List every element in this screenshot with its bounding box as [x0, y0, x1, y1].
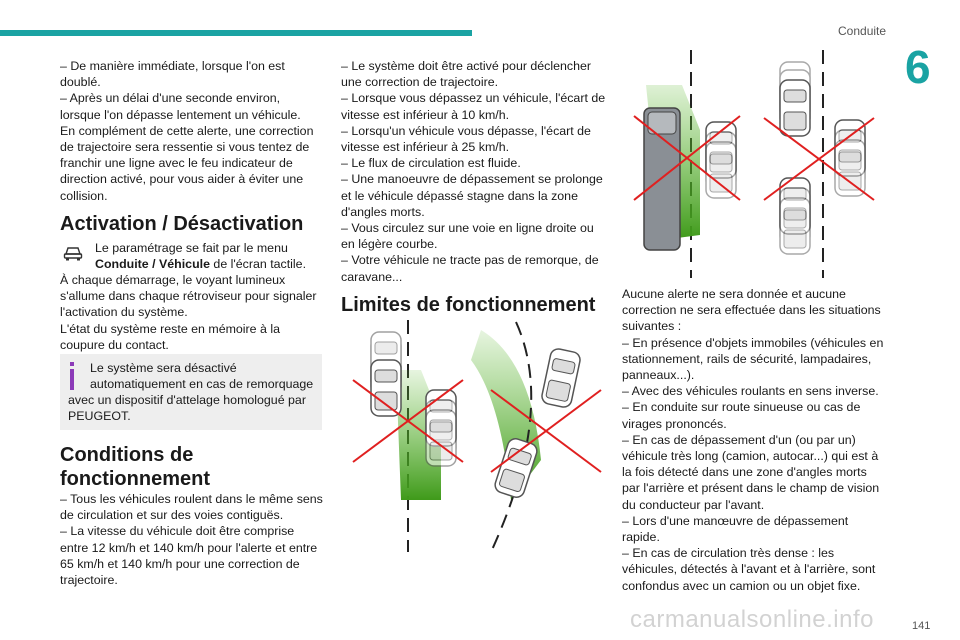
limits-illustration-2: [633, 50, 875, 278]
conditions-text: – Tous les véhicules roulent dans le mêm…: [60, 491, 325, 588]
oncoming-vehicle: [779, 79, 811, 137]
paragraph: En complément de cette alerte, une corre…: [60, 123, 314, 203]
text-span: Le paramétrage se fait par le menu: [95, 241, 288, 255]
paragraph: – Votre véhicule ne tracte pas de remorq…: [341, 253, 599, 284]
paragraph: – Le système doit être activé pour décle…: [341, 59, 592, 90]
cross-line: [490, 389, 602, 473]
activation-text: Le paramétrage se fait par le menu Condu…: [95, 240, 323, 272]
paragraph: Aucune alerte ne sera donnée et aucune c…: [622, 287, 881, 334]
paragraph: – Vous circulez sur une voie en ligne dr…: [341, 221, 594, 252]
chapter-number: 6: [905, 41, 931, 93]
paragraph: – De manière immédiate, lorsque l'on est…: [60, 59, 285, 90]
vehicle: [370, 359, 402, 417]
cross-line: [633, 115, 741, 201]
cross-line: [763, 117, 875, 201]
watermark: carmanualsonline.info: [630, 606, 874, 633]
paragraph: – Tous les véhicules roulent dans le mêm…: [60, 492, 323, 523]
paragraph: – En conduite sur route sinueuse ou cas …: [622, 400, 861, 431]
paragraph: L'état du système reste en mémoire à la …: [60, 321, 280, 352]
paragraph: – Avec des véhicules roulants en sens in…: [622, 384, 879, 399]
col2-conditions: – Le système doit être activé pour décle…: [341, 58, 606, 285]
text-span: de l'écran tactile.: [209, 257, 307, 272]
lane-line: [490, 321, 533, 553]
own-vehicle: [492, 435, 540, 501]
menu-path: Conduite / Véhicule: [95, 257, 210, 272]
paragraph: – Lorsqu'un véhicule vous dépasse, l'éca…: [341, 123, 591, 155]
paragraph: – En cas de dépassement d'un (ou par un)…: [622, 432, 880, 512]
car-ghosts: [779, 187, 811, 255]
limits-illustration-1: [352, 320, 602, 553]
paragraph: – Une manoeuvre de dépassement se prolon…: [341, 172, 603, 219]
activation-text-2: À chaque démarrage, le voyant lumineux s…: [60, 272, 325, 353]
col3-limits: Aucune alerte ne sera donnée et aucune c…: [622, 286, 887, 594]
paragraph: – En cas de circulation très dense : les…: [622, 546, 876, 593]
col1-intro: – De manière immédiate, lorsque l'on est…: [60, 58, 323, 204]
conditions-heading: Conditions de fonctionnement: [60, 444, 210, 490]
car-ghosts: [705, 131, 737, 199]
cross-line: [352, 379, 464, 463]
info-box: Le système sera désactivé automatiquemen…: [60, 354, 322, 430]
paragraph: – La vitesse du véhicule doit être compr…: [60, 524, 318, 588]
paragraph: – En présence d'objets immobiles (véhicu…: [622, 335, 884, 383]
info-text-2: avec un dispositif d'attelage homologué …: [68, 393, 306, 424]
chapter-name: Conduite: [838, 24, 887, 38]
activation-heading: Activation / Désactivation: [60, 213, 304, 235]
header-accent-bar: [0, 30, 472, 36]
paragraph: – Lors d'une manœuvre de dépassement rap…: [622, 513, 849, 545]
info-icon: [70, 362, 74, 390]
truck-cab: [647, 111, 677, 135]
page-number: 141: [912, 620, 931, 632]
paragraph: – Lorsque vous dépassez un véhicule, l'é…: [341, 91, 606, 122]
car-ghosts: [834, 129, 866, 197]
car-ghosts: [425, 399, 457, 467]
paragraph: – Après un délai d'une seconde environ, …: [60, 91, 301, 122]
vehicle: [539, 346, 583, 410]
info-text: Le système sera désactivé automatiquemen…: [90, 361, 314, 392]
paragraph: – Le flux de circulation est fluide.: [341, 156, 521, 171]
limits-heading: Limites de fonctionnement: [341, 294, 596, 316]
car-icon: [63, 247, 83, 261]
paragraph: À chaque démarrage, le voyant lumineux s…: [60, 273, 317, 320]
